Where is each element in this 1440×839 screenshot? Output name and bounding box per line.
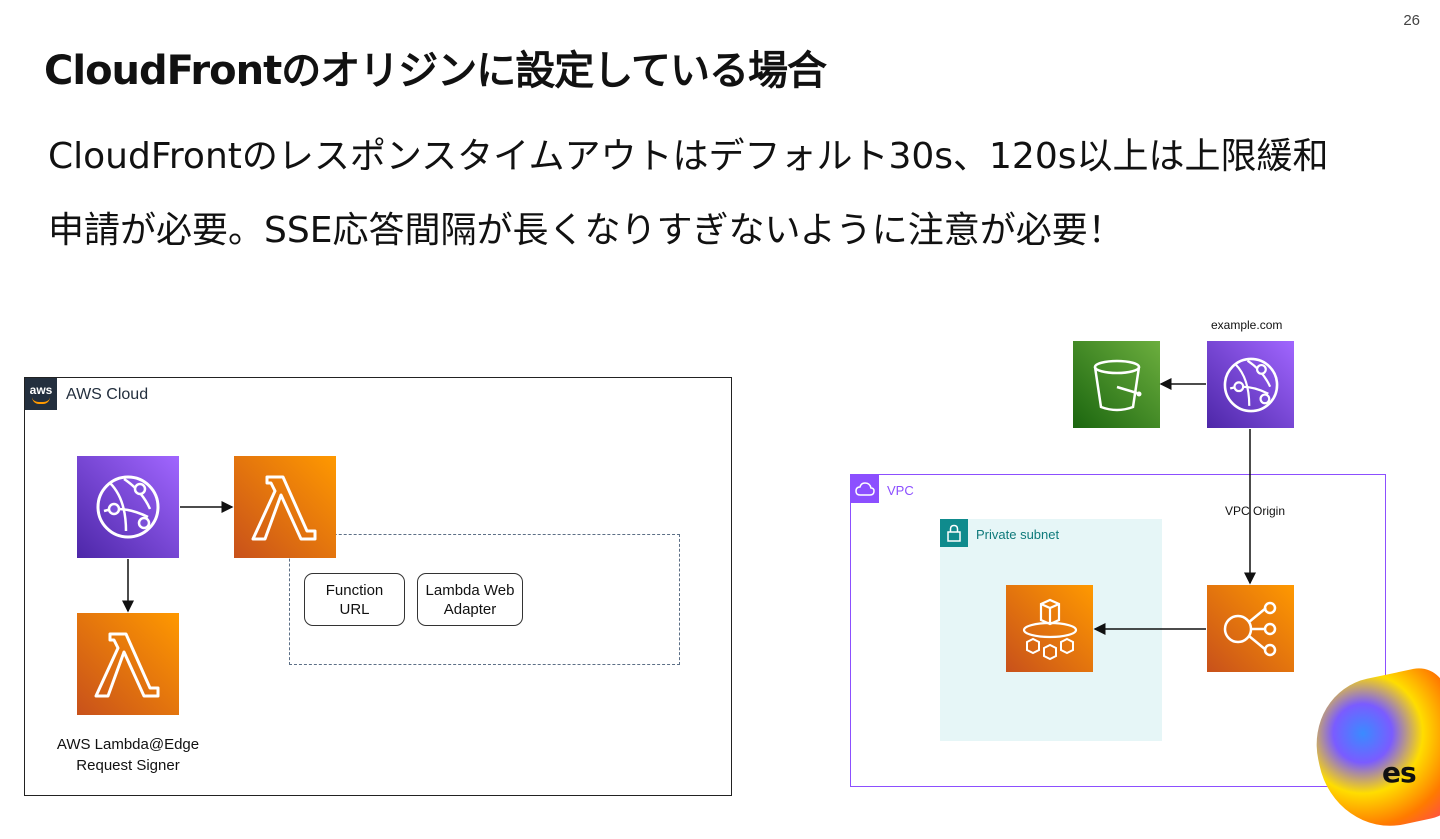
s3-bucket-icon: [1093, 359, 1141, 411]
aws-logo-icon: aws: [25, 378, 57, 410]
cloudfront-tile: [77, 456, 179, 558]
domain-label: example.com: [1211, 318, 1283, 332]
cloudfront-distribution-tile: [1207, 341, 1294, 428]
page-number: 26: [1403, 12, 1420, 29]
lambda-edge-tile: [77, 613, 179, 715]
edge-caption-line2: Request Signer: [76, 757, 180, 774]
adapter-line1: Lambda Web: [425, 581, 515, 599]
subnet-lock-icon: [940, 519, 968, 547]
aws-cloud-group: aws AWS Cloud: [24, 377, 732, 796]
function-url-line2: URL: [339, 600, 370, 618]
adapter-line2: Adapter: [443, 600, 497, 618]
ecs-fargate-icon: [1022, 598, 1077, 660]
function-url-line1: Function: [325, 581, 384, 599]
vpc-cloud-icon: [851, 475, 879, 503]
aws-badge-text: aws: [29, 382, 53, 397]
cloudfront-icon: [96, 475, 160, 539]
aws-cloud-label: AWS Cloud: [66, 386, 149, 403]
slide-body-text: CloudFrontのレスポンスタイムアウトはデフォルト30s、120s以上は上…: [48, 136, 1329, 251]
lambda-tile: [234, 456, 336, 558]
ecs-fargate-tile: [1006, 585, 1093, 672]
vpc-group: VPC: [850, 474, 1386, 787]
edge-caption-line1: AWS Lambda@Edge: [56, 736, 200, 753]
load-balancer-icon: [1223, 601, 1276, 656]
slide-title: CloudFrontのオリジンに設定している場合: [44, 48, 827, 94]
vpc-origin-label: VPC Origin: [1223, 504, 1288, 518]
lambda-web-adapter-box: Lambda Web Adapter: [417, 573, 523, 626]
lambda-edge-caption: AWS Lambda@Edge Request Signer: [48, 734, 208, 776]
s3-tile: [1073, 341, 1160, 428]
brand-logo-text: es: [1382, 756, 1417, 789]
lambda-icon: [251, 475, 317, 541]
lambda-edge-icon: [94, 632, 160, 698]
function-url-box: Function URL: [304, 573, 405, 626]
cloudfront-icon: [1223, 357, 1278, 412]
lambda-scope-dashed-box: [289, 534, 680, 665]
load-balancer-tile: [1207, 585, 1294, 672]
subnet-label: Private subnet: [976, 527, 1060, 542]
vpc-label: VPC: [887, 483, 914, 498]
